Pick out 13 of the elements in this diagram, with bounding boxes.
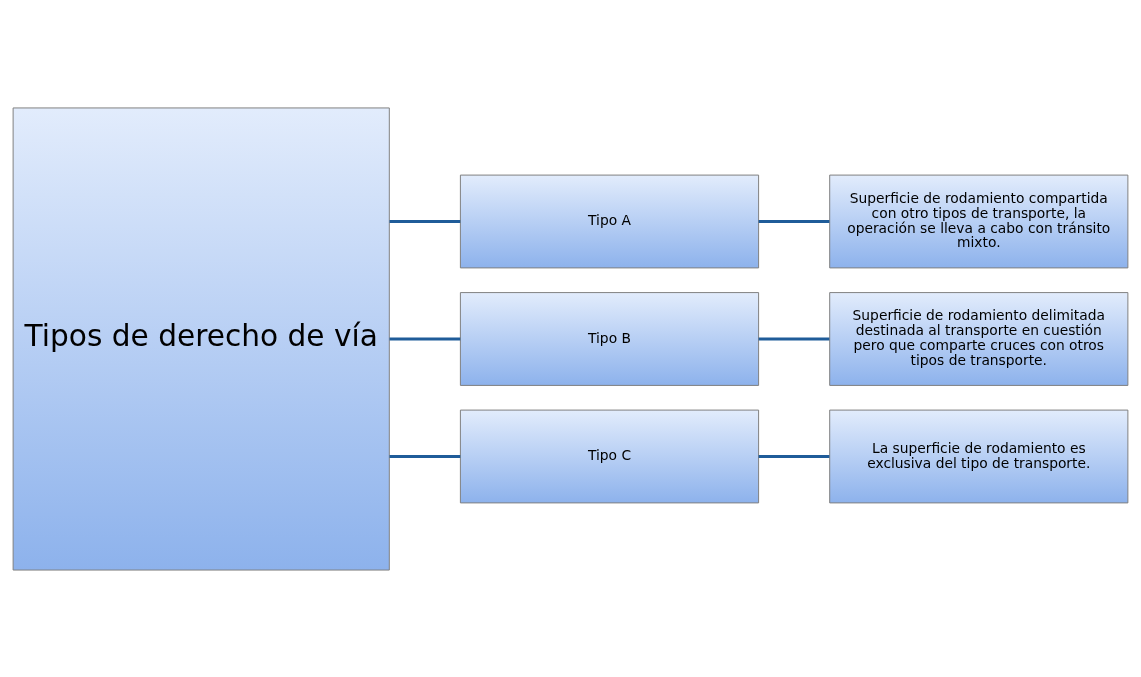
node-box: Superficie de rodamiento delimitada destinada al transporte en cuestión pero que comparte cruces con otros tipos de transporte. (829, 291, 1129, 386)
node-box: Superficie de rodamiento compartida con otro tipos de transporte, la operación se lleva a cabo con tránsito mixto. (829, 174, 1129, 268)
node-box: Tipo C (459, 409, 760, 503)
connector (758, 337, 830, 340)
node-box: Tipo B (459, 291, 760, 386)
node-box: Tipos de derecho de vía (12, 106, 390, 571)
connector (758, 454, 830, 458)
connector (389, 219, 461, 223)
node-box: Tipo A (459, 174, 760, 268)
node-box: La superficie de rodamiento es exclusiva del tipo de transporte. (829, 409, 1129, 503)
connector (758, 219, 830, 223)
connector (389, 337, 461, 340)
connector (389, 454, 461, 458)
